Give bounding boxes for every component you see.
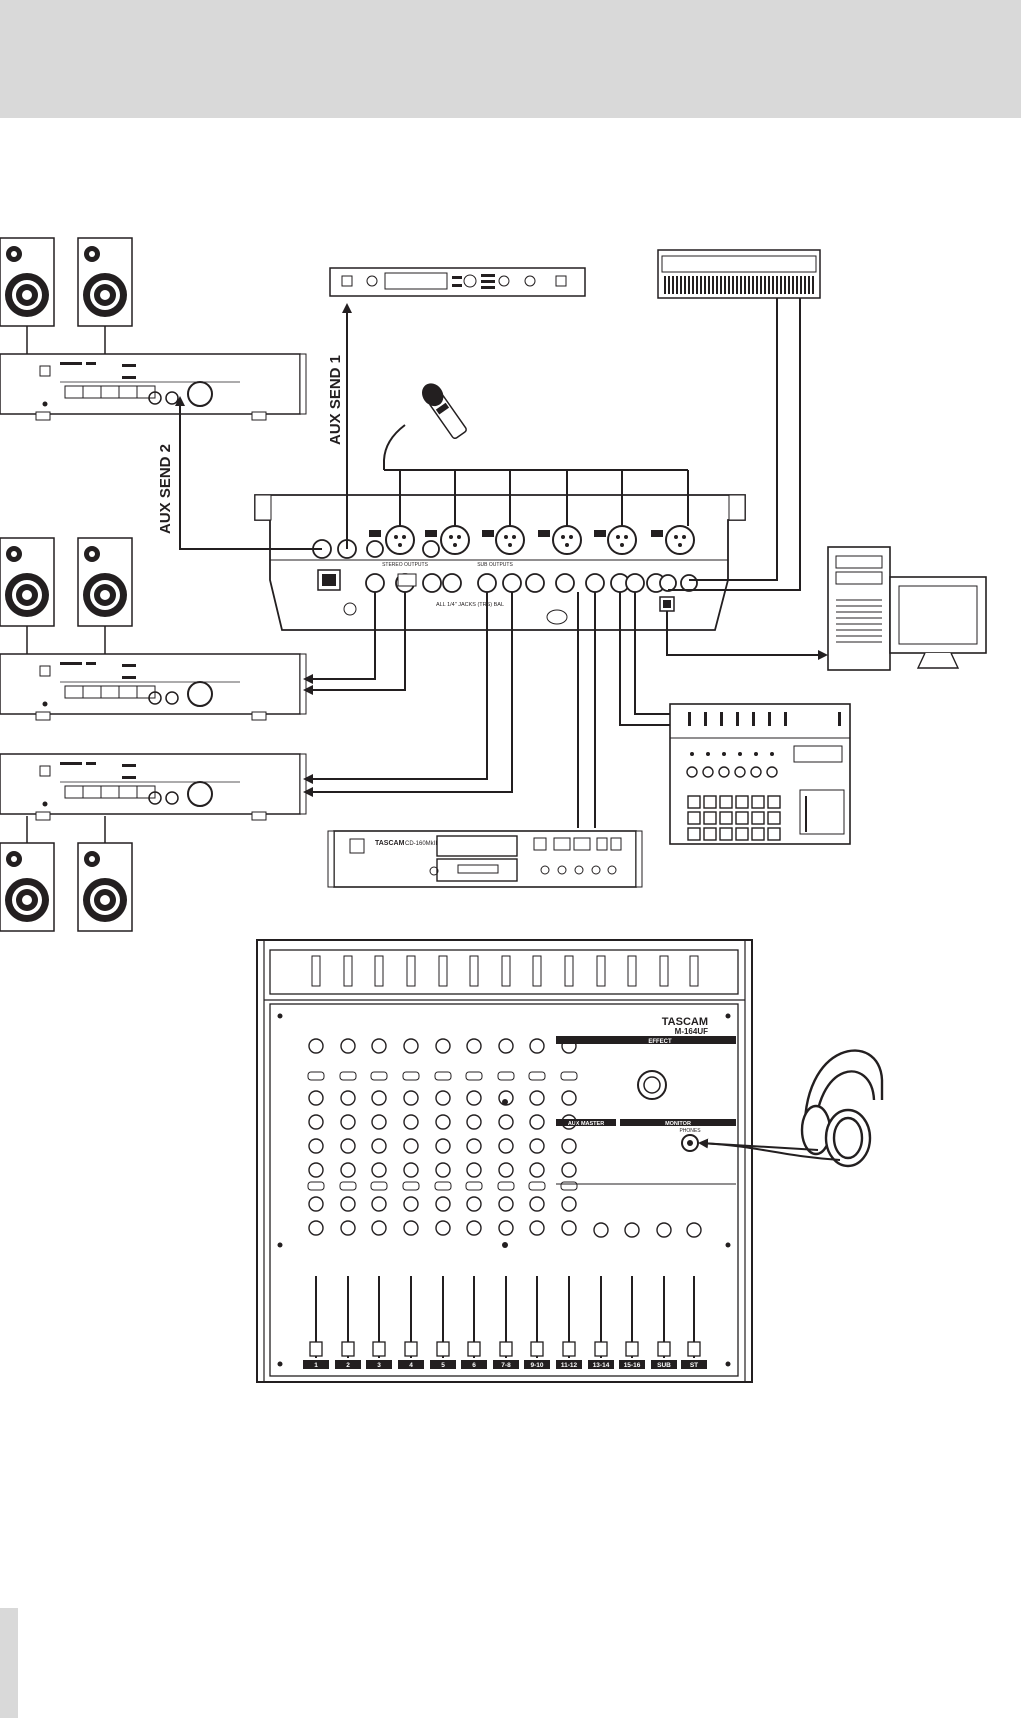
aux-master-title: AUX MASTER xyxy=(568,1121,604,1127)
amplifier-2 xyxy=(0,654,306,720)
speaker-top-left xyxy=(0,238,54,326)
channel-label: 3 xyxy=(377,1362,381,1369)
sub-outputs-label: SUB OUTPUTS xyxy=(477,562,513,568)
amplifier-3 xyxy=(0,754,306,820)
microphone xyxy=(384,379,469,470)
channel-label: 15-16 xyxy=(624,1362,641,1369)
keyboard-synth xyxy=(658,250,820,298)
speaker-mid-right xyxy=(78,538,132,626)
effects-processor xyxy=(330,268,585,296)
channel-label: 1 xyxy=(314,1362,318,1369)
mixer-top-panel: EFFECT AUX MASTER MONITOR TASCAM M-164UF… xyxy=(257,940,752,1382)
computer xyxy=(828,547,986,670)
cd-player: TASCAM CD-160MkII xyxy=(328,831,642,887)
phones-label: PHONES xyxy=(679,1128,701,1134)
fader-knob[interactable] xyxy=(688,1342,700,1356)
headphones xyxy=(802,1051,882,1166)
channel-label: ST xyxy=(690,1362,698,1369)
fader-knob[interactable] xyxy=(626,1342,638,1356)
channel-label: 7-8 xyxy=(501,1362,511,1369)
rear-jacks-note: ALL 1/4" JACKS (TRS) BAL xyxy=(436,602,504,608)
channel-label: 5 xyxy=(441,1362,445,1369)
aux-send-1-label: AUX SEND 1 xyxy=(327,355,344,445)
channel-label: 13-14 xyxy=(593,1362,610,1369)
channel-label: SUB xyxy=(657,1362,671,1369)
speaker-bottom-left xyxy=(0,843,54,931)
channel-label: 4 xyxy=(409,1362,413,1369)
cd-model-label: CD-160MkII xyxy=(405,841,437,847)
fader-knob[interactable] xyxy=(595,1342,607,1356)
speaker-bottom-right xyxy=(78,843,132,931)
effect-title: EFFECT xyxy=(648,1039,672,1045)
channel-label: 9-10 xyxy=(530,1362,543,1369)
channel-label: 6 xyxy=(472,1362,476,1369)
drum-machine xyxy=(670,704,850,844)
amplifier-1 xyxy=(0,354,306,420)
monitor-title: MONITOR xyxy=(665,1121,691,1127)
channel-label: 2 xyxy=(346,1362,350,1369)
mixer-model-label: M-164UF xyxy=(675,1027,708,1036)
stereo-outputs-label: STEREO OUTPUTS xyxy=(382,562,429,568)
speaker-top-right xyxy=(78,238,132,326)
speaker-mid-left xyxy=(0,538,54,626)
mixer-rear-panel: STEREO OUTPUTS SUB OUTPUTS ALL 1/4" JACK… xyxy=(255,495,745,630)
aux-send-2-label: AUX SEND 2 xyxy=(157,444,174,534)
cd-brand-label: TASCAM xyxy=(375,840,405,847)
fader-knob[interactable] xyxy=(658,1342,670,1356)
channel-label: 11-12 xyxy=(561,1362,578,1369)
